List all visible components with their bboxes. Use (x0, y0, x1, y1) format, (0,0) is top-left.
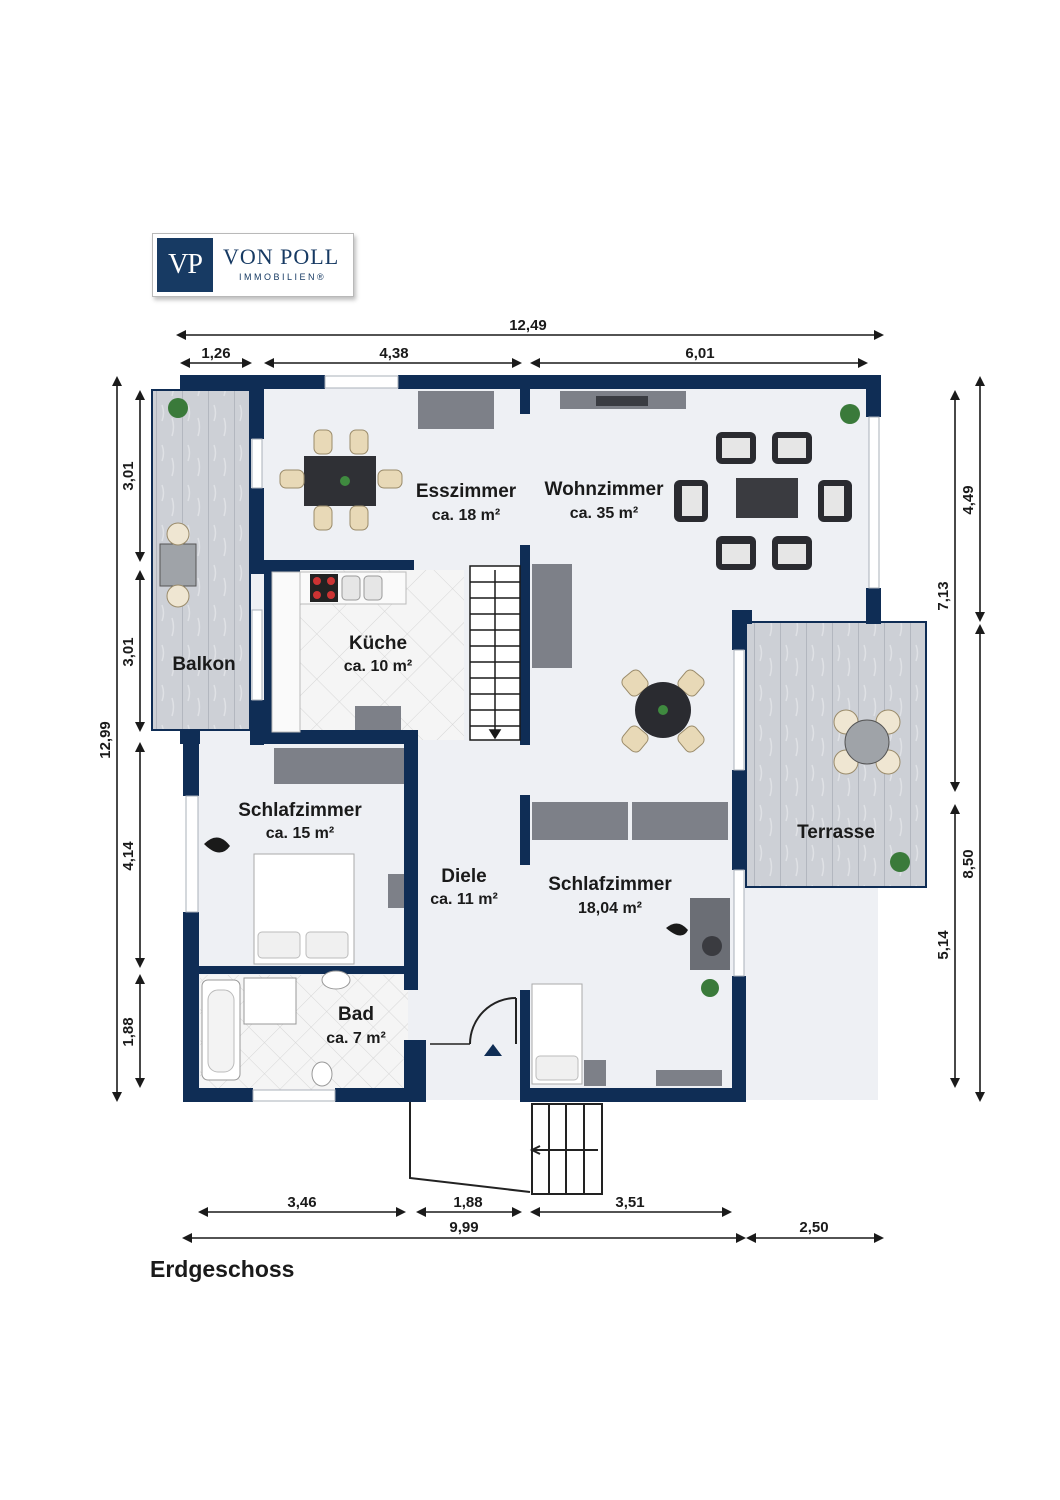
round-table (621, 669, 705, 753)
dim-top-3: 6,01 (685, 345, 714, 362)
dim-top-2: 4,38 (379, 345, 408, 362)
plants (168, 398, 910, 997)
logo-subtitle: IMMOBILIEN® (239, 272, 327, 282)
dim-right-inner-2: 5,14 (935, 930, 952, 960)
logo-name: VON POLL (223, 244, 340, 269)
walls (180, 375, 881, 1102)
kitchen-counter (271, 571, 407, 733)
entrance-door (430, 997, 517, 1056)
dim-left-4: 1,88 (120, 1017, 137, 1046)
dim-right-inner-1: 7,13 (935, 581, 952, 610)
terrace-table (833, 709, 901, 775)
label-schlafzimmer-1: Schlafzimmer (238, 800, 362, 821)
lowboard (656, 1070, 722, 1086)
label-kueche: Küche (349, 633, 407, 654)
logo-initials: VP (157, 238, 213, 292)
area-diele: ca. 11 m² (430, 891, 498, 908)
cabinets (274, 391, 728, 840)
dim-left-total: 12,99 (97, 721, 114, 759)
windows (185, 375, 880, 1102)
bed-single (531, 983, 606, 1086)
von-poll-logo: VP VON POLL IMMOBILIEN® (152, 233, 354, 297)
area-kueche: ca. 10 m² (344, 658, 412, 675)
label-esszimmer: Esszimmer (416, 481, 517, 502)
bath-fixtures (201, 970, 351, 1087)
label-diele: Diele (441, 866, 486, 887)
area-wohnzimmer: ca. 35 m² (570, 505, 638, 522)
dim-left-3: 4,14 (120, 841, 137, 871)
outside-stairs (409, 1102, 603, 1195)
label-wohnzimmer: Wohnzimmer (545, 479, 665, 500)
dim-bottom-3: 3,51 (615, 1194, 644, 1211)
dim-left-1: 3,01 (120, 461, 137, 490)
dim-right-outer-2: 8,50 (960, 849, 977, 878)
inner-stairs (469, 565, 521, 741)
shelf (388, 874, 404, 908)
dim-top-1: 1,26 (201, 345, 230, 362)
dim-bottom-1: 3,46 (287, 1194, 316, 1211)
floor-title: Erdgeschoss (150, 1256, 295, 1282)
label-terrasse: Terrasse (797, 822, 875, 843)
floor-areas (151, 380, 927, 1100)
label-balkon: Balkon (172, 654, 235, 675)
dimension-lines (112, 330, 985, 1243)
label-bad: Bad (338, 1004, 374, 1025)
lounge-set (674, 432, 852, 570)
area-schlafzimmer-2: 18,04 m² (578, 900, 642, 917)
dim-bottom-total: 9,99 (449, 1219, 478, 1236)
dimension-labels: 12,49 1,26 4,38 6,01 12,99 3,01 3,01 4,1… (97, 317, 977, 1236)
label-schlafzimmer-2: Schlafzimmer (548, 874, 672, 895)
dim-bottom-extra: 2,50 (799, 1219, 828, 1236)
room-labels: Esszimmer ca. 18 m² Wohnzimmer ca. 35 m²… (172, 479, 875, 1047)
chair-left-bedroom (204, 837, 230, 853)
area-bad: ca. 7 m² (326, 1030, 386, 1047)
desk (666, 898, 730, 970)
area-schlafzimmer-1: ca. 15 m² (266, 825, 334, 842)
dim-bottom-2: 1,88 (453, 1194, 482, 1211)
dim-right-outer-1: 4,49 (960, 485, 977, 514)
dim-top-total: 12,49 (509, 317, 547, 334)
dining-table (279, 429, 403, 531)
balcony-furniture (159, 522, 197, 608)
area-esszimmer: ca. 18 m² (432, 507, 500, 524)
dim-left-2: 3,01 (120, 637, 137, 666)
bed-double (253, 853, 355, 965)
